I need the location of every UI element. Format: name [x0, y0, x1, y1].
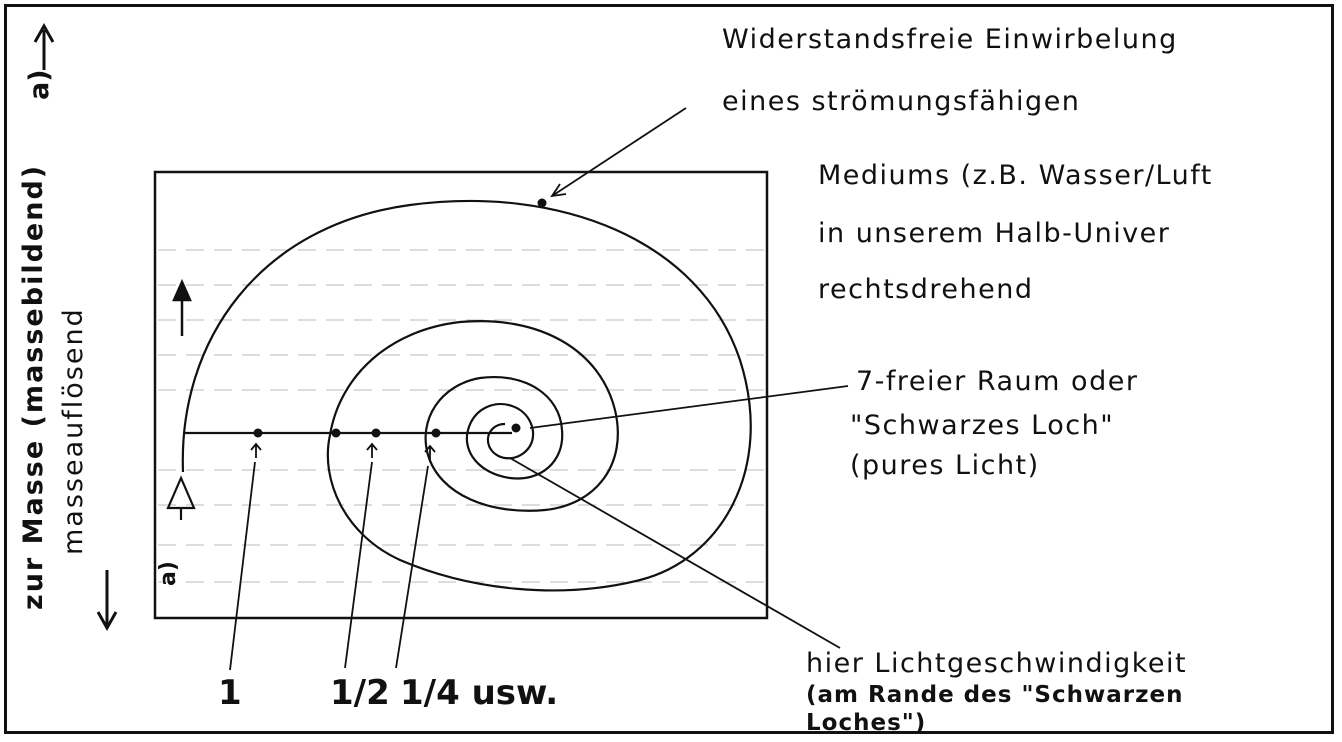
- axis-label-sub: masseauflösend: [58, 307, 89, 555]
- small-arrows: [250, 442, 436, 462]
- annotation-bottom-line3: Loches"): [806, 710, 927, 736]
- spiral-points: [253, 198, 547, 438]
- inner-box: [153, 170, 769, 620]
- drawing-frame: [4, 4, 1334, 734]
- annotation-bottom-line2: (am Rande des "Schwarzen: [806, 682, 1184, 708]
- fraction-half: 1/2: [330, 673, 390, 713]
- fraction-one: 1: [218, 673, 242, 713]
- fraction-quarter: 1/4 usw.: [400, 673, 559, 713]
- leader-lines: [229, 107, 849, 671]
- annotation-center-line3: (pures Licht): [850, 450, 1040, 481]
- axis-marker-top: a): [24, 69, 55, 100]
- up-arrow-icon: [172, 278, 192, 336]
- annotation-top-line4: in unserem Halb-Univer: [818, 218, 1171, 249]
- diagram-marker: a): [156, 561, 181, 586]
- annotation-top-line1: Widerstandsfreie Einwirbelung: [722, 24, 1178, 55]
- annotation-center-line2: "Schwarzes Loch": [850, 410, 1115, 441]
- annotation-top-line5: rechtsdrehend: [818, 274, 1034, 305]
- annotation-bottom-line1: hier Lichtgeschwindigkeit: [806, 648, 1188, 679]
- axis-label-main: zur Masse (massebildend): [18, 163, 49, 610]
- annotation-center-line1: 7-freier Raum oder: [856, 366, 1139, 397]
- ruled-lines: [158, 249, 764, 583]
- vortex-spiral: [181, 199, 752, 592]
- annotation-top-line3: Mediums (z.B. Wasser/Luft: [818, 160, 1213, 191]
- triangle-icon: [166, 475, 196, 510]
- annotation-top-line2: eines strömungsfähigen: [722, 86, 1081, 117]
- axis-arrows: [33, 22, 118, 632]
